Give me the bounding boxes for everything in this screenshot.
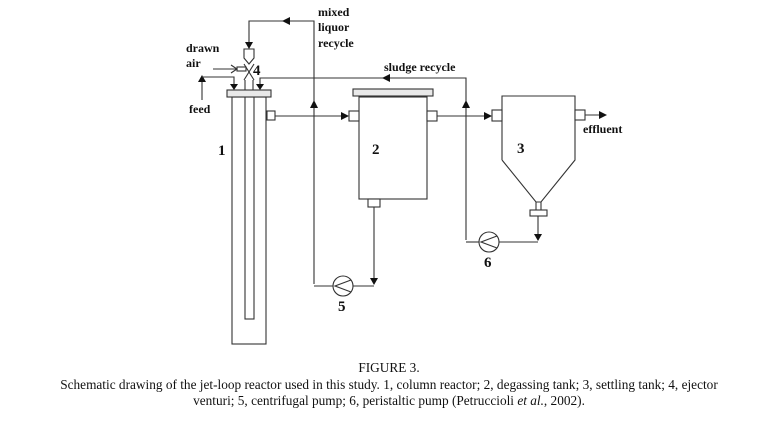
degassing-tank [348, 88, 438, 208]
effluent-label: effluent [583, 122, 622, 136]
figure-caption: Schematic drawing of the jet-loop reacto… [0, 377, 778, 409]
mixed-liquor-label-1: mixed [318, 5, 350, 19]
sludge-recycle-label: sludge recycle [384, 60, 456, 74]
degassing-tank-body [358, 96, 428, 200]
component-label-1: 1 [218, 143, 226, 159]
component-label-4: 4 [253, 63, 261, 79]
degassing-tank-lid [352, 88, 434, 97]
degassing-inlet-port [348, 110, 360, 122]
venturi-inlet-cone [243, 48, 255, 65]
drawn-air-label-1: drawn [186, 41, 220, 55]
caption-et-al: et al. [517, 393, 544, 408]
mixed-liquor-recycle-line [245, 17, 318, 284]
drawn-air-label-2: air [186, 56, 201, 70]
caption-line-1: Schematic drawing of the jet-loop reacto… [60, 377, 718, 392]
figure-title: FIGURE 3. [358, 360, 420, 375]
settling-to-pump6-line [499, 216, 542, 243]
jet-loop-reactor-schematic: 1 4 drawn air feed mixed liquor recy [186, 5, 622, 345]
component-label-6: 6 [484, 255, 492, 271]
component-label-3: 3 [517, 141, 525, 157]
degassing-to-settling-line [437, 112, 492, 120]
settling-tank-body [501, 95, 576, 203]
settling-inlet-port [491, 109, 503, 122]
caption-line-2-pre: venturi; 5, centrifugal pump; 6, perista… [193, 393, 518, 408]
draft-tube [244, 96, 255, 320]
settling-tank [491, 95, 586, 217]
component-label-5: 5 [338, 299, 346, 315]
degassing-outlet-port [426, 110, 438, 122]
degassing-bottom-port [367, 198, 381, 208]
column-reactor-lid [226, 89, 272, 98]
mixed-liquor-label-2: liquor [318, 20, 350, 34]
column-outlet-port [266, 110, 276, 121]
mixed-liquor-label-3: recycle [318, 36, 354, 50]
effluent-arrow [585, 111, 607, 119]
column-to-degassing-line [275, 112, 349, 120]
settling-bottom-port [529, 209, 548, 217]
feed-label: feed [189, 102, 211, 116]
drawn-air-arrow [213, 64, 238, 74]
column-reactor [226, 89, 276, 345]
degassing-to-pump5-line [353, 207, 378, 287]
component-label-2: 2 [372, 142, 380, 158]
settling-outlet-port [574, 109, 586, 121]
sludge-recycle-line [256, 74, 470, 240]
feed-line [198, 75, 238, 100]
centrifugal-pump [314, 275, 354, 297]
air-inlet-stub [236, 66, 247, 72]
caption-line-2: venturi; 5, centrifugal pump; 6, perista… [0, 393, 778, 409]
peristaltic-pump [466, 231, 500, 253]
ejector-venturi [236, 48, 255, 90]
caption-line-2-post: , 2002). [543, 393, 585, 408]
